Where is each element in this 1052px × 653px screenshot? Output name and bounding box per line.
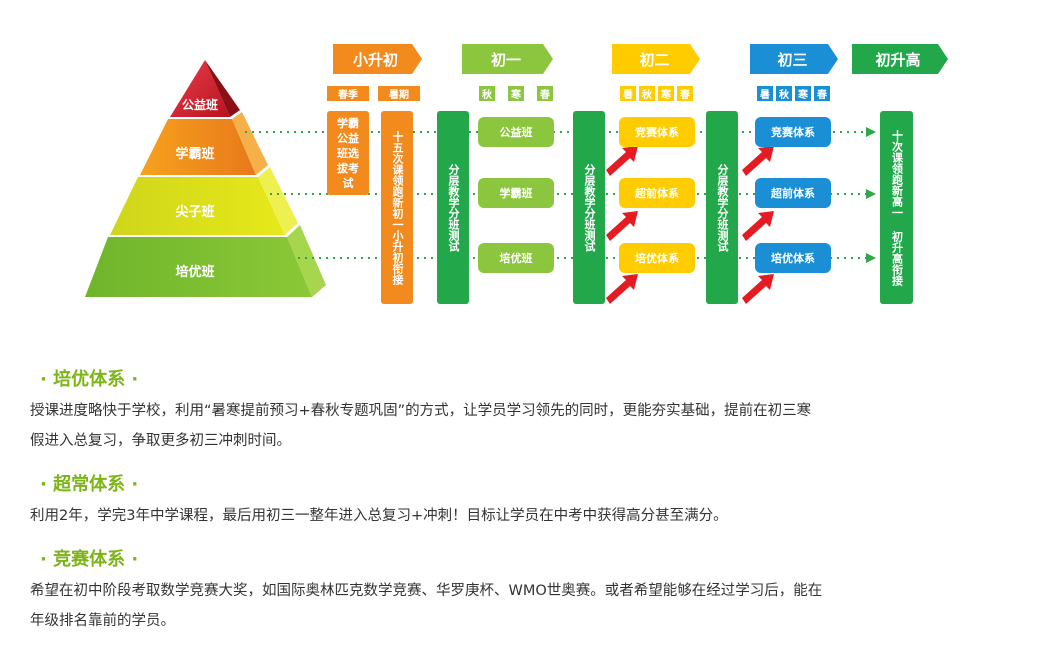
connectors	[245, 127, 876, 304]
xsc-spring-box: 学霸公益班选拔考试	[327, 111, 369, 195]
section-jingsai-line-2: 年级排名靠前的学员。	[30, 613, 175, 629]
season-tag: 寒	[658, 86, 674, 101]
c1-box-1: 公益班	[478, 117, 554, 147]
pyramid-level-3-side	[258, 167, 298, 235]
season-tag: 秋	[776, 86, 792, 101]
c3-box-3: 培优体系	[755, 243, 831, 273]
test-column-2-text: 分层教学分班测试	[583, 163, 596, 252]
test-column-1-text: 分层教学分班测试	[447, 163, 460, 252]
season-tag: 春	[537, 86, 553, 101]
season-tag: 寒	[508, 86, 524, 101]
xsc-spring-text: 学霸公益班选拔考试	[337, 116, 359, 190]
c1-box-3: 培优班	[478, 243, 554, 273]
season-tag: 暑期	[378, 86, 420, 101]
season-tag: 秋	[639, 86, 655, 101]
final-column: 十次课领跑新高一 初升高衔接	[880, 111, 913, 304]
stage-arrow-cgs	[852, 44, 948, 74]
section-peiyou: · 培优体系 · 授课进度略快于学校，利用“暑寒提前预习+春秋专题巩固”的方式，…	[30, 365, 1030, 456]
xsc-summer-text: 十五次课领跑新初一小升初衔接	[391, 130, 404, 285]
pyramid-level-4-shape	[85, 237, 312, 297]
stage-label-c2: 初二	[639, 50, 670, 69]
c3-box-1: 竞赛体系	[755, 117, 831, 147]
pyramid-label-2: 学霸班	[175, 147, 215, 162]
pyramid-level-1-shape	[170, 60, 230, 117]
stage-label-c3: 初三	[777, 50, 808, 69]
season-tag: 暑	[757, 86, 773, 101]
section-peiyou-line-2: 假进入总复习，争取更多初三冲刺时间。	[30, 433, 291, 449]
section-chaochang-line-1: 利用2年，学完3年中学课程，最后用初三一整年进入总复习+冲刺！目标让学员在中考中…	[30, 508, 728, 524]
test-column-3-text: 分层教学分班测试	[716, 163, 729, 252]
stage-label-xsc: 小升初	[352, 50, 398, 69]
stage-label-cgs: 初升高	[875, 50, 921, 69]
pyramid-level-3-shape	[110, 177, 285, 235]
stage-arrow-c2	[612, 44, 700, 74]
pyramid	[85, 60, 326, 297]
stage-arrow-c1	[462, 44, 553, 74]
pyramid-level-2-side	[232, 112, 268, 175]
section-jingsai: · 竞赛体系 · 希望在初中阶段考取数学竞赛大奖，如国际奥林匹克数学竞赛、华罗庚…	[30, 545, 1030, 636]
stage-arrow-c3	[750, 44, 838, 74]
section-chaochang: · 超常体系 · 利用2年，学完3年中学课程，最后用初三一整年进入总复习+冲刺！…	[30, 470, 1030, 531]
c2-box-1: 竞赛体系	[619, 117, 695, 147]
section-jingsai-line-1: 希望在初中阶段考取数学竞赛大奖，如国际奥林匹克数学竞赛、华罗庚杯、WMO世奥赛。…	[30, 583, 823, 599]
pyramid-level-1-side	[205, 60, 240, 117]
c1-box-2: 学霸班	[478, 178, 554, 208]
stage-arrow-xsc	[333, 44, 422, 74]
season-tag: 春	[814, 86, 830, 101]
section-chaochang-title: · 超常体系 ·	[40, 474, 139, 495]
season-tag: 春	[677, 86, 693, 101]
xsc-summer-box: 十五次课领跑新初一小升初衔接	[381, 111, 413, 304]
season-tag: 寒	[795, 86, 811, 101]
season-tag: 暑	[620, 86, 636, 101]
c3-box-2: 超前体系	[755, 178, 831, 208]
section-peiyou-title: · 培优体系 ·	[40, 369, 139, 390]
season-tag: 秋	[479, 86, 495, 101]
pyramid-label-1: 公益班	[181, 98, 218, 112]
test-column-3: 分层教学分班测试	[706, 111, 738, 304]
pyramid-label-4: 培优班	[175, 265, 215, 280]
test-column-2: 分层教学分班测试	[573, 111, 605, 304]
c2-box-3: 培优体系	[619, 243, 695, 273]
section-jingsai-title: · 竞赛体系 ·	[40, 549, 139, 570]
stage-arrows	[333, 44, 948, 74]
pyramid-label-3: 尖子班	[175, 205, 215, 220]
final-column-text: 十次课领跑新高一 初升高衔接	[890, 129, 904, 286]
c2-box-2: 超前体系	[619, 178, 695, 208]
pyramid-level-4-side	[287, 225, 326, 297]
pyramid-level-2-shape	[140, 119, 256, 175]
test-column-1: 分层教学分班测试	[437, 111, 469, 304]
section-peiyou-line-1: 授课进度略快于学校，利用“暑寒提前预习+春秋专题巩固”的方式，让学员学习领先的同…	[30, 403, 812, 419]
stage-label-c1: 初一	[490, 50, 521, 69]
season-tag: 春季	[327, 86, 369, 101]
